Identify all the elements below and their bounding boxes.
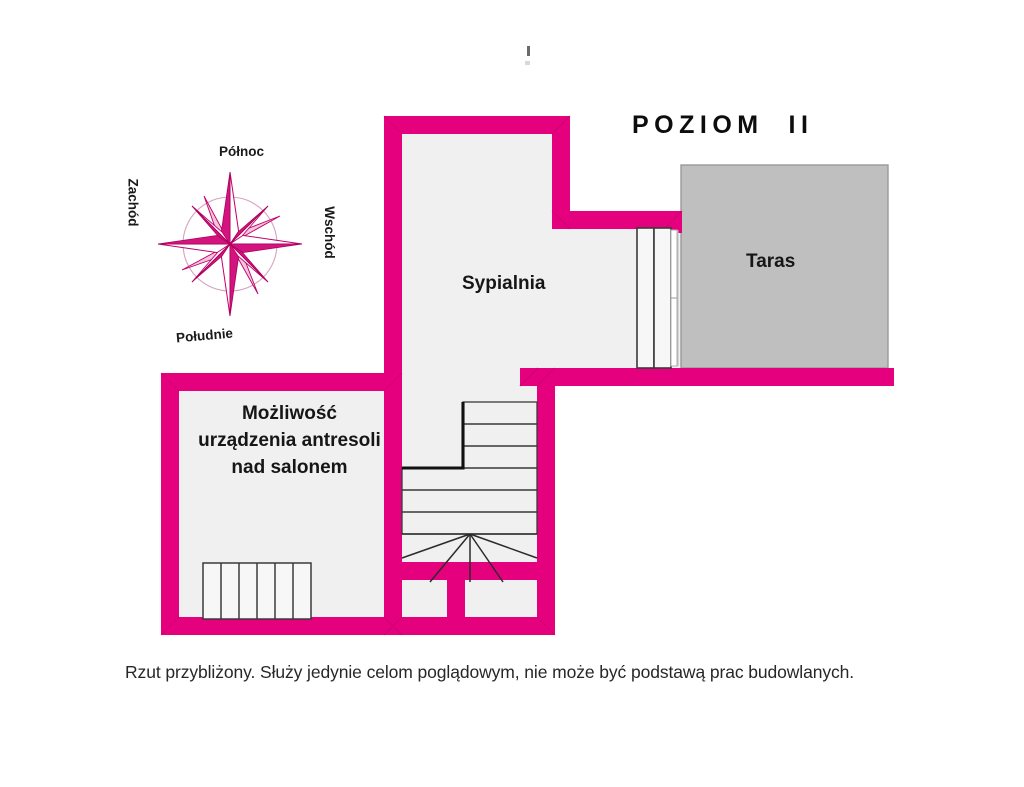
compass-rose (157, 171, 303, 317)
disclaimer-text: Rzut przybliżony. Służy jedynie celom po… (125, 662, 855, 682)
room-fill-sypialnia (401, 133, 553, 378)
wall-south-exterior (520, 368, 894, 386)
room-label-sypialnia: Sypialnia (462, 273, 546, 294)
room-fill-stairhall (401, 378, 537, 632)
top-scan-artifact (527, 46, 530, 56)
wall-bedroom-east-upper (552, 116, 570, 212)
wall-antresola-north (161, 373, 402, 391)
wall-east-extension-north (552, 211, 682, 229)
page-title: POZIOM II (632, 111, 814, 139)
staircase (401, 401, 538, 583)
walls (161, 116, 894, 635)
wall-pier-stairhall-vertical (447, 562, 465, 618)
wall-antresola-west (161, 373, 179, 635)
stair-winders (401, 533, 538, 583)
compass-label-north: Północ (219, 144, 265, 159)
wall-antresola-east (384, 373, 402, 635)
wall-bedroom-west (384, 116, 402, 382)
top-scan-artifact-secondary (525, 61, 530, 65)
terrace-area (680, 164, 889, 369)
wall-antresola-south (161, 617, 402, 635)
stair-stringer (402, 402, 465, 470)
compass-label-east: Wschód (321, 206, 337, 259)
wall-pier-stairhall (402, 562, 554, 580)
wall-bedroom-north (384, 116, 570, 134)
sliding-door-to-terrace (636, 227, 679, 369)
room-label-taras: Taras (746, 251, 796, 272)
wall-stairhall-east (537, 368, 555, 632)
wall-corner-bevels (160, 115, 683, 636)
compass-label-west: Zachód (125, 178, 141, 227)
wall-stairhall-south (384, 617, 555, 635)
mezzanine-note: Możliwość urządzenia antresoli nad salon… (198, 403, 381, 478)
stair-block-lower-left (202, 562, 312, 620)
